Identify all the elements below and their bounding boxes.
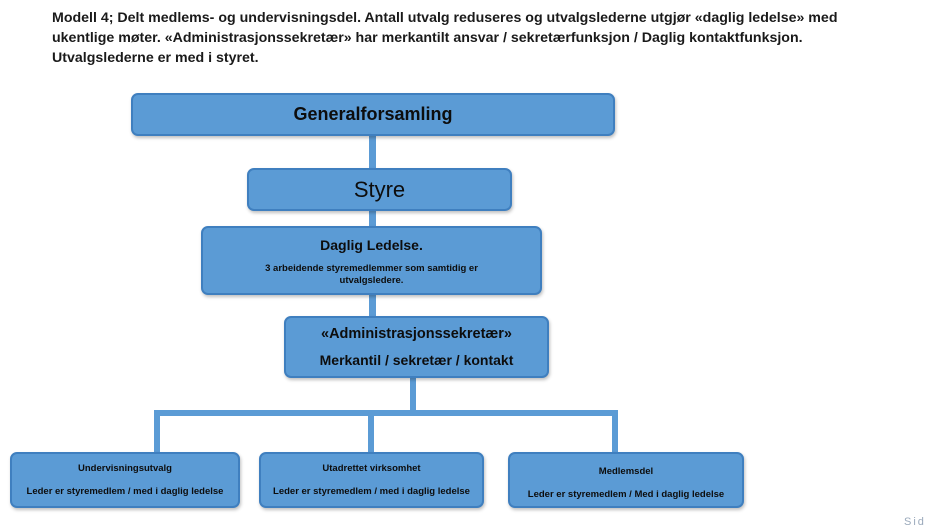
connector-styre-daglig bbox=[369, 211, 376, 227]
connector-gen-styre bbox=[369, 136, 376, 169]
connector-bus-utadrettet bbox=[368, 410, 374, 453]
box-utadrettet-virksomhet: Utadrettet virksomhet Leder er styremedl… bbox=[259, 452, 484, 508]
intro-line-2: ukentlige møter. «Administrasjonssekretæ… bbox=[52, 30, 803, 46]
box-styre: Styre bbox=[247, 168, 512, 211]
intro-text: Modell 4; Delt medlems- og undervisnings… bbox=[52, 8, 922, 68]
connector-bus-undervisning bbox=[154, 410, 160, 453]
connector-bus-medlemsdel bbox=[612, 410, 618, 458]
box-daglig-ledelse-title: Daglig Ledelse. bbox=[320, 237, 423, 253]
box-admin-subtitle: Merkantil / sekretær / kontakt bbox=[319, 352, 514, 368]
box-styre-title: Styre bbox=[353, 177, 406, 202]
box-utadrettet-subtitle: Leder er styremedlem / med i daglig lede… bbox=[273, 486, 470, 497]
page-corner-text: Sid bbox=[904, 516, 926, 528]
box-undervisningsutvalg: Undervisningsutvalg Leder er styremedlem… bbox=[10, 452, 240, 508]
box-medlemsdel-title: Medlemsdel bbox=[598, 466, 654, 477]
intro-line-1: Modell 4; Delt medlems- og undervisnings… bbox=[52, 10, 838, 26]
intro-line-3: Utvalgslederne er med i styret. bbox=[52, 50, 259, 66]
box-administrasjonssekretaer: «Administrasjonssekretær» Merkantil / se… bbox=[284, 316, 549, 378]
box-undervisning-subtitle: Leder er styremedlem / med i daglig lede… bbox=[26, 486, 224, 497]
box-daglig-ledelse-subtitle: 3 arbeidende styremedlemmer som samtidig… bbox=[265, 263, 478, 286]
connector-bus bbox=[154, 410, 618, 416]
box-generalforsamling: Generalforsamling bbox=[131, 93, 615, 136]
box-daglig-ledelse: Daglig Ledelse. 3 arbeidende styremedlem… bbox=[201, 226, 542, 295]
connector-daglig-admin bbox=[369, 295, 376, 317]
box-medlemsdel: Medlemsdel Leder er styremedlem / Med i … bbox=[508, 452, 744, 508]
box-medlemsdel-subtitle: Leder er styremedlem / Med i daglig lede… bbox=[527, 489, 725, 500]
box-undervisning-title: Undervisningsutvalg bbox=[78, 463, 172, 474]
box-admin-title: «Administrasjonssekretær» bbox=[321, 326, 512, 342]
box-utadrettet-title: Utadrettet virksomhet bbox=[322, 463, 421, 474]
connector-admin-bus bbox=[410, 378, 416, 411]
box-generalforsamling-title: Generalforsamling bbox=[293, 104, 453, 124]
